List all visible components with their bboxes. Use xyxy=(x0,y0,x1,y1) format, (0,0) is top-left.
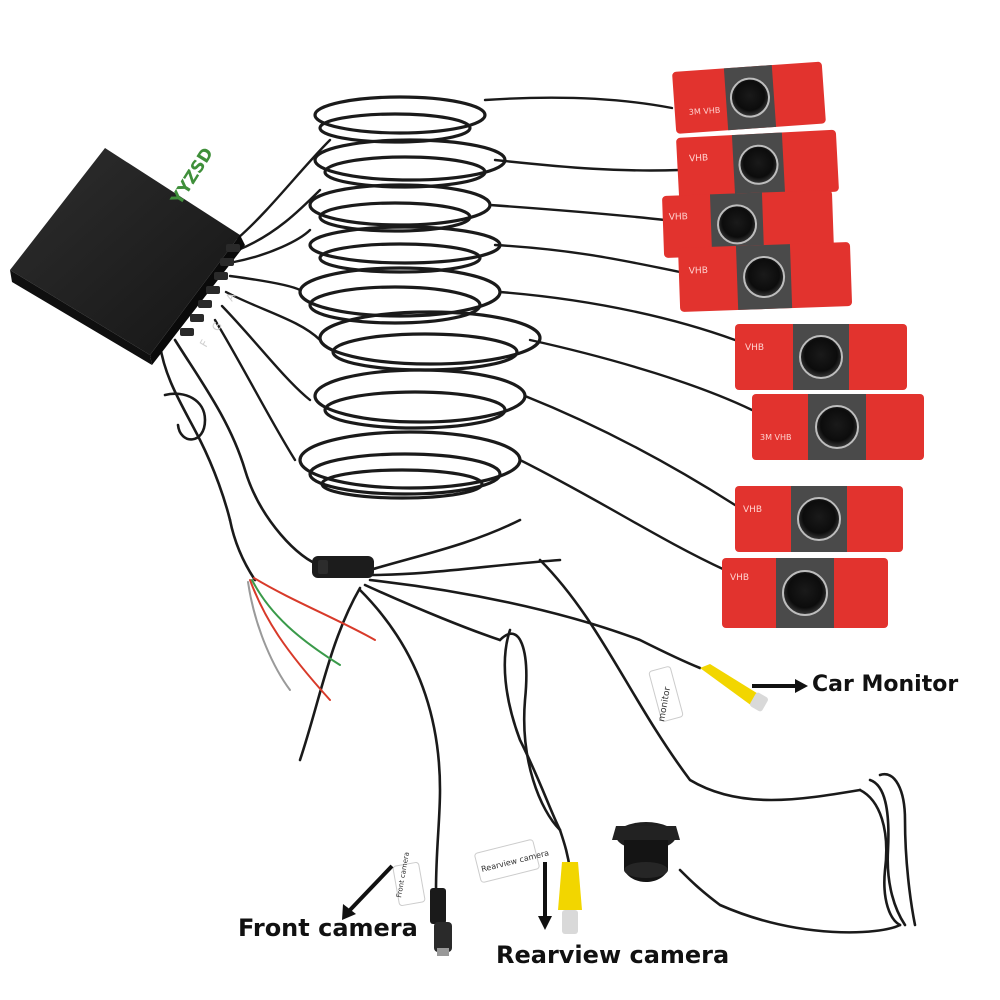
control-box: YYZSD xyxy=(10,144,245,365)
harness-cables xyxy=(158,338,917,934)
parking-sensors: 3M VHB VHB VHB VHB VHB xyxy=(662,61,924,628)
box-connector-ports xyxy=(180,244,240,336)
parking-sensor: VHB xyxy=(722,558,888,628)
buzzer-speaker xyxy=(612,822,680,882)
box-brand-text: YYZSD xyxy=(167,144,218,209)
y-splitter xyxy=(312,556,374,578)
power-wires xyxy=(247,577,376,701)
sensor-tape-text: VHB xyxy=(743,505,762,515)
sensor-tape-text: VHB xyxy=(689,266,708,277)
sensor-tape-text: VHB xyxy=(689,153,709,164)
sensor-tape-text: 3M VHB xyxy=(689,106,721,117)
parking-sensor: 3M VHB xyxy=(672,61,826,134)
front-camera-label: Front camera xyxy=(238,914,418,942)
parking-sensor: VHB xyxy=(735,324,907,390)
sensor-cables xyxy=(483,96,754,572)
parking-sensor: VHB xyxy=(678,242,852,312)
monitor-rca-plug: monitor xyxy=(648,664,768,723)
car-monitor-label: Car Monitor xyxy=(812,672,959,697)
sensor-tape-text: VHB xyxy=(669,212,688,223)
sensor-tape-text: VHB xyxy=(745,343,764,353)
parking-sensor: VHB xyxy=(676,129,839,200)
parking-sensor: 3M VHB xyxy=(752,394,924,460)
arrow-front-camera xyxy=(348,864,394,912)
rearview-rca-plug: Rearview camera xyxy=(474,839,582,934)
parking-sensor: VHB xyxy=(735,486,903,552)
cable-coils xyxy=(298,95,542,500)
box-cables xyxy=(213,138,332,462)
callout-arrows xyxy=(342,679,808,930)
sensor-tape-text: 3M VHB xyxy=(760,433,792,442)
rearview-camera-label: Rearview camera xyxy=(496,941,730,969)
port-letter: A xyxy=(223,290,238,303)
parking-sensor: VHB xyxy=(662,190,834,258)
sensor-tape-text: VHB xyxy=(730,573,749,583)
port-letter: F xyxy=(197,338,211,350)
